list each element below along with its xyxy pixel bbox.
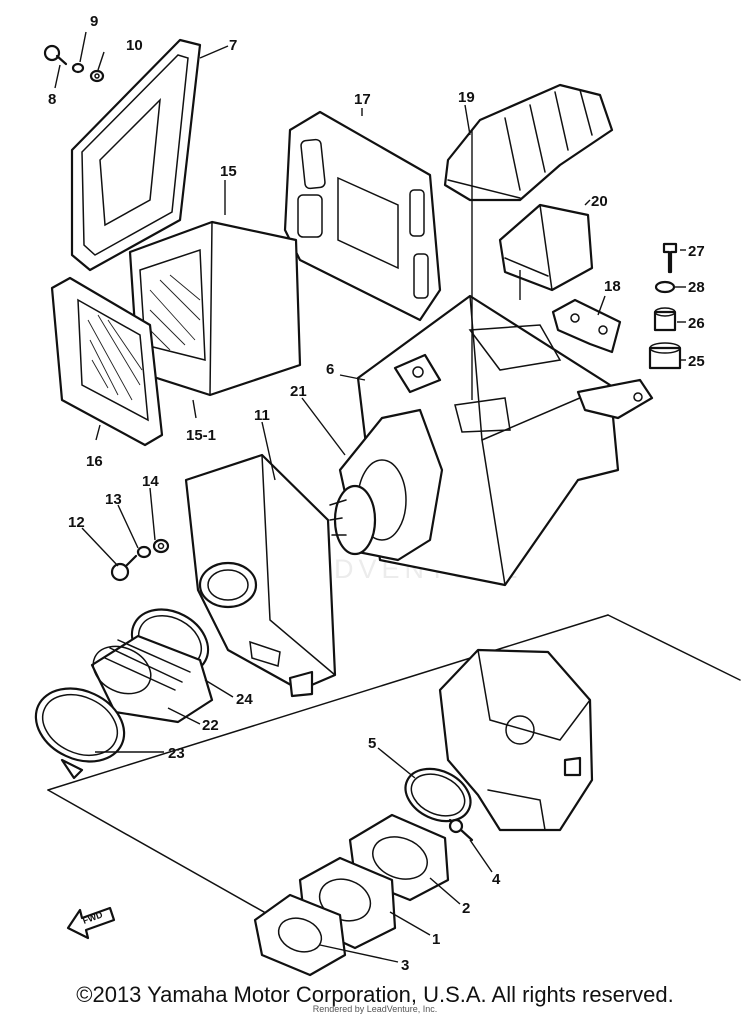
callout-9: 9 (90, 13, 98, 30)
air-cleaner-cover (70, 38, 202, 272)
callout-11: 11 (254, 407, 270, 424)
callout-24: 24 (236, 691, 253, 708)
callout-28: 28 (688, 279, 705, 296)
callout-6: 6 (326, 361, 334, 378)
intake-duct (443, 83, 614, 202)
intake-boot (498, 203, 594, 292)
callout-21: 21 (290, 383, 307, 400)
hose-clamp-lower (34, 687, 126, 780)
callout-25: 25 (688, 353, 705, 370)
callout-15: 15 (220, 163, 237, 180)
callout-12: 12 (68, 514, 85, 531)
callout-13: 13 (105, 491, 122, 508)
callout-18: 18 (604, 278, 621, 295)
carb-bolt (448, 818, 474, 842)
case-joint (329, 408, 444, 562)
mounting-bracket (551, 298, 622, 354)
callout-8: 8 (48, 91, 56, 108)
callout-17: 17 (354, 91, 371, 108)
callout-27: 27 (688, 243, 705, 260)
callout-26: 26 (688, 315, 705, 332)
fwd-arrow-icon: FWD (66, 906, 116, 940)
callout-1: 1 (432, 931, 440, 948)
leader-lines (54, 31, 686, 963)
carb-gasket (253, 893, 347, 977)
callout-22: 22 (202, 717, 219, 734)
callout-10: 10 (126, 37, 143, 54)
callout-2: 2 (462, 900, 470, 917)
air-cleaner-box (184, 453, 337, 698)
callout-15-1: 15-1 (186, 427, 216, 444)
callout-numbers: 9 10 7 8 17 19 15 20 27 18 28 26 25 6 21… (48, 13, 705, 974)
rendered-by-notice: Rendered by LeadVenture, Inc. (312, 1004, 438, 1014)
callout-7: 7 (229, 37, 237, 54)
copyright-notice: ©2013 Yamaha Motor Corporation, U.S.A. A… (76, 982, 674, 1007)
callout-5: 5 (368, 735, 376, 752)
callout-3: 3 (401, 957, 409, 974)
air-box-gasket (283, 110, 442, 322)
callout-19: 19 (458, 89, 475, 106)
screw-and-washers (43, 44, 105, 83)
carb-clamp (404, 767, 472, 823)
bolt-and-washers (110, 538, 170, 582)
callout-4: 4 (492, 871, 501, 888)
callout-23: 23 (168, 745, 185, 762)
callout-16: 16 (86, 453, 103, 470)
carburetor-body (438, 648, 594, 832)
grommet-collar-bolt (648, 242, 682, 370)
filter-frame (50, 276, 164, 447)
callout-20: 20 (591, 193, 608, 210)
callout-14: 14 (142, 473, 159, 490)
